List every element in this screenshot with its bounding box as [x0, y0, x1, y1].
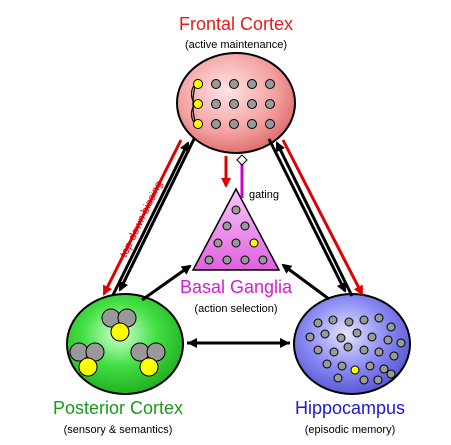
basal-ganglia-title: Basal Ganglia: [180, 277, 293, 297]
basal-ganglia-subtitle: (action selection): [194, 303, 277, 315]
basal-ganglia-units: [204, 205, 268, 265]
gating-diamond: [236, 154, 248, 166]
arrow-top-down-biasing: [102, 139, 183, 296]
hippocampus-ellipse: [293, 293, 411, 395]
hippocampus-units: [305, 313, 406, 385]
frontal-units: [193, 79, 275, 129]
arrow-hippocampus-to-frontal: [275, 141, 354, 297]
arrow-posterior-to-basal: [141, 264, 192, 302]
frontal-cortex-title: Frontal Cortex: [179, 14, 293, 34]
hippocampus-subtitle: (episodic memory): [305, 424, 395, 436]
posterior-unit-clusters: [69, 308, 166, 377]
hippocampus-node: [293, 293, 411, 395]
posterior-cortex-title: Posterior Cortex: [53, 398, 183, 418]
basal-ganglia-triangle: [191, 187, 281, 271]
arrow-frontal-to-hippocampus-red: [281, 139, 364, 296]
frontal-cortex-subtitle: (active maintenance): [185, 39, 287, 51]
connection-arrows: [102, 138, 364, 348]
posterior-cortex-node: [66, 293, 184, 395]
hippocampus-title: Hippocampus: [295, 398, 405, 418]
arrow-hippocampus-to-basal: [281, 263, 330, 301]
arrow-posterior-to-frontal: [111, 141, 190, 296]
frontal-cortex-node: [176, 52, 296, 154]
arrow-frontal-to-posterior: [118, 138, 196, 292]
arrow-frontal-to-hippocampus: [267, 138, 347, 293]
basal-ganglia-node: [191, 187, 281, 271]
posterior-cortex-subtitle: (sensory & semantics): [64, 424, 173, 436]
gating-label: gating: [249, 189, 279, 201]
